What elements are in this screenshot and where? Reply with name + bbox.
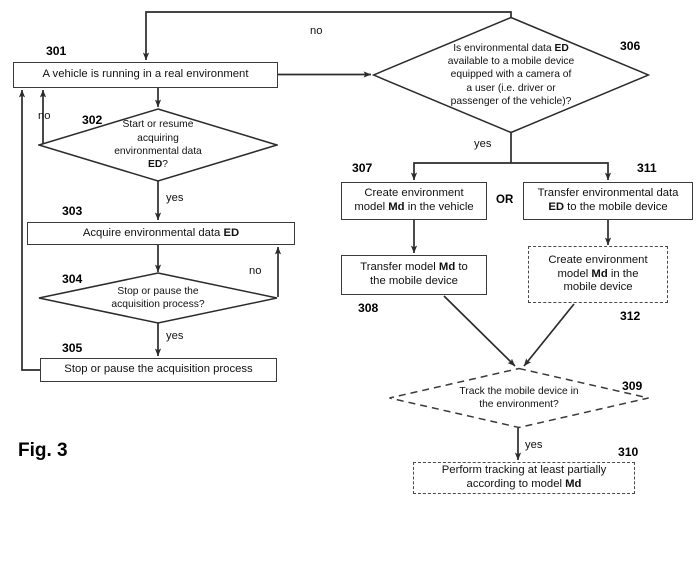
- node-302-outline: [38, 108, 278, 182]
- refnum-301: 301: [46, 44, 67, 58]
- edge-label-306-no: no: [310, 25, 323, 37]
- refnum-308: 308: [358, 301, 379, 315]
- node-305-stop-pause-process[interactable]: Stop or pause the acquisition process: [40, 358, 277, 382]
- edge-label-306-yes: yes: [474, 138, 492, 150]
- edge-label-302-no: no: [38, 110, 51, 122]
- refnum-302: 302: [82, 113, 103, 127]
- edge-label-304-no: no: [249, 265, 262, 277]
- refnum-309: 309: [622, 379, 643, 393]
- node-304-outline: [38, 272, 278, 324]
- refnum-303: 303: [62, 204, 83, 218]
- refnum-310: 310: [618, 445, 639, 459]
- refnum-307: 307: [352, 161, 373, 175]
- refnum-312: 312: [620, 309, 641, 323]
- edge-label-302-yes: yes: [166, 192, 184, 204]
- node-306-ed-available-decision[interactable]: Is environmental data ED available to a …: [372, 16, 650, 134]
- edge-label-309-yes: yes: [525, 439, 543, 451]
- node-303-label: Acquire environmental data ED: [82, 226, 240, 239]
- refnum-311: 311: [637, 161, 657, 175]
- node-309-track-device-decision[interactable]: Track the mobile device in the environme…: [388, 367, 650, 429]
- refnum-305: 305: [62, 341, 83, 355]
- node-301-vehicle-running[interactable]: A vehicle is running in a real environme…: [13, 62, 278, 88]
- figure-caption: Fig. 3: [18, 440, 68, 461]
- edge-label-304-yes: yes: [166, 330, 184, 342]
- refnum-304: 304: [62, 272, 83, 286]
- node-306-outline: [372, 16, 650, 134]
- refnum-306: 306: [620, 39, 641, 53]
- node-301-label: A vehicle is running in a real environme…: [42, 68, 249, 81]
- node-309-outline: [389, 367, 649, 429]
- or-label: OR: [496, 194, 514, 206]
- node-305-label: Stop or pause the acquisition process: [64, 363, 253, 376]
- node-302-start-resume-decision[interactable]: Start or resume acquiring environmental …: [38, 108, 278, 182]
- node-303-acquire-data[interactable]: Acquire environmental data ED: [27, 222, 295, 245]
